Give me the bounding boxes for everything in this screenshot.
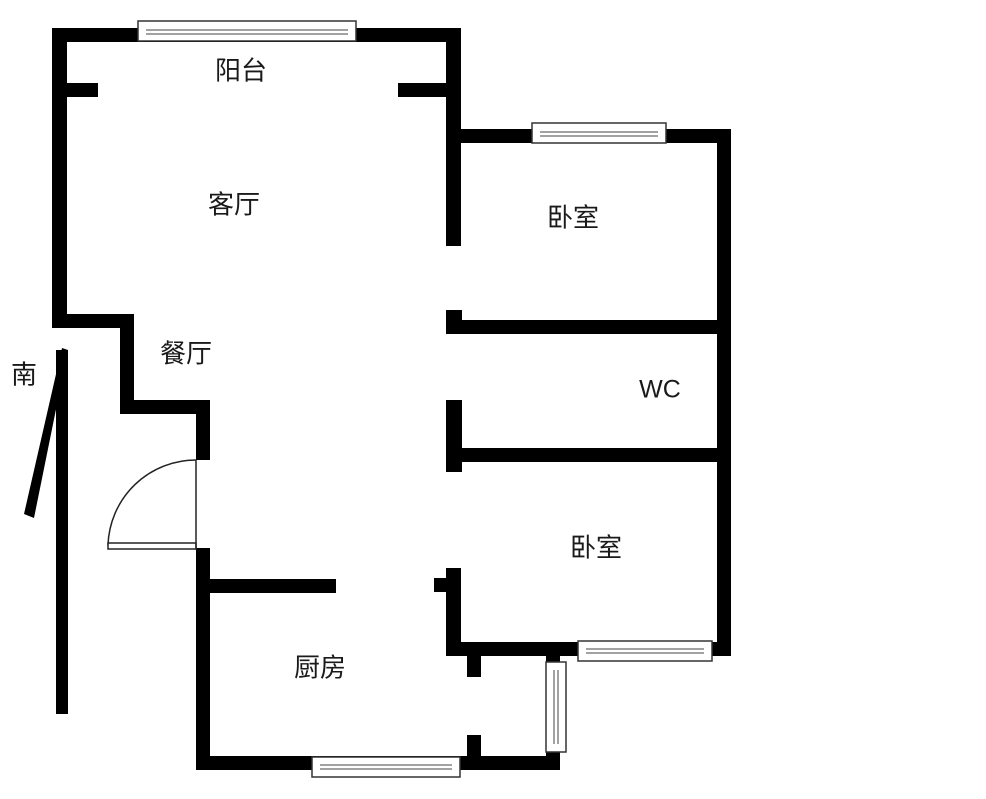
door-leaf: [107, 542, 197, 550]
windows: [137, 20, 713, 778]
wall-right-outer: [717, 129, 731, 656]
wall-kitchen-right-lower: [467, 735, 481, 770]
compass-arrow-head: [56, 350, 68, 714]
wall-entry-right: [196, 400, 210, 460]
window-bay: [545, 661, 567, 753]
wall-dining-left: [120, 314, 134, 414]
compass-label: 南: [11, 361, 37, 391]
wall-bedroom-south-stub: [434, 578, 461, 592]
window-kitchen: [311, 756, 461, 778]
wall-balcony-stub-right: [398, 83, 460, 97]
label-living-room: 客厅: [208, 191, 260, 221]
window-bedroom-north: [531, 122, 667, 144]
wall-kitchen-left: [196, 548, 210, 770]
window-bedroom-south: [577, 640, 713, 662]
window-balcony: [137, 20, 357, 42]
entry-door: [107, 459, 197, 550]
label-dining-room: 餐厅: [160, 340, 212, 370]
wall-dining-step: [52, 314, 134, 328]
wall-kitchen-top: [196, 579, 336, 593]
door-swing-arc: [107, 459, 197, 546]
label-balcony: 阳台: [215, 57, 267, 87]
wall-wc-top: [446, 320, 731, 334]
compass-arrow-barb: [24, 348, 68, 518]
label-wc: WC: [639, 376, 681, 404]
label-bedroom-south: 卧室: [570, 534, 622, 564]
wall-entry-top: [120, 400, 210, 414]
wall-wc-left-upper: [446, 310, 462, 334]
label-kitchen: 厨房: [294, 654, 346, 684]
room-labels: 南 阳台 客厅 餐厅 卧室 WC 卧室 厨房: [11, 57, 681, 684]
compass-arrow: [24, 348, 68, 714]
wall-wc-bottom: [446, 448, 731, 462]
label-bedroom-north: 卧室: [547, 204, 599, 234]
wall-balcony-stub-left: [52, 83, 98, 97]
wall-kitchen-right-upper: [467, 642, 481, 677]
wall-left-outer: [52, 28, 67, 328]
